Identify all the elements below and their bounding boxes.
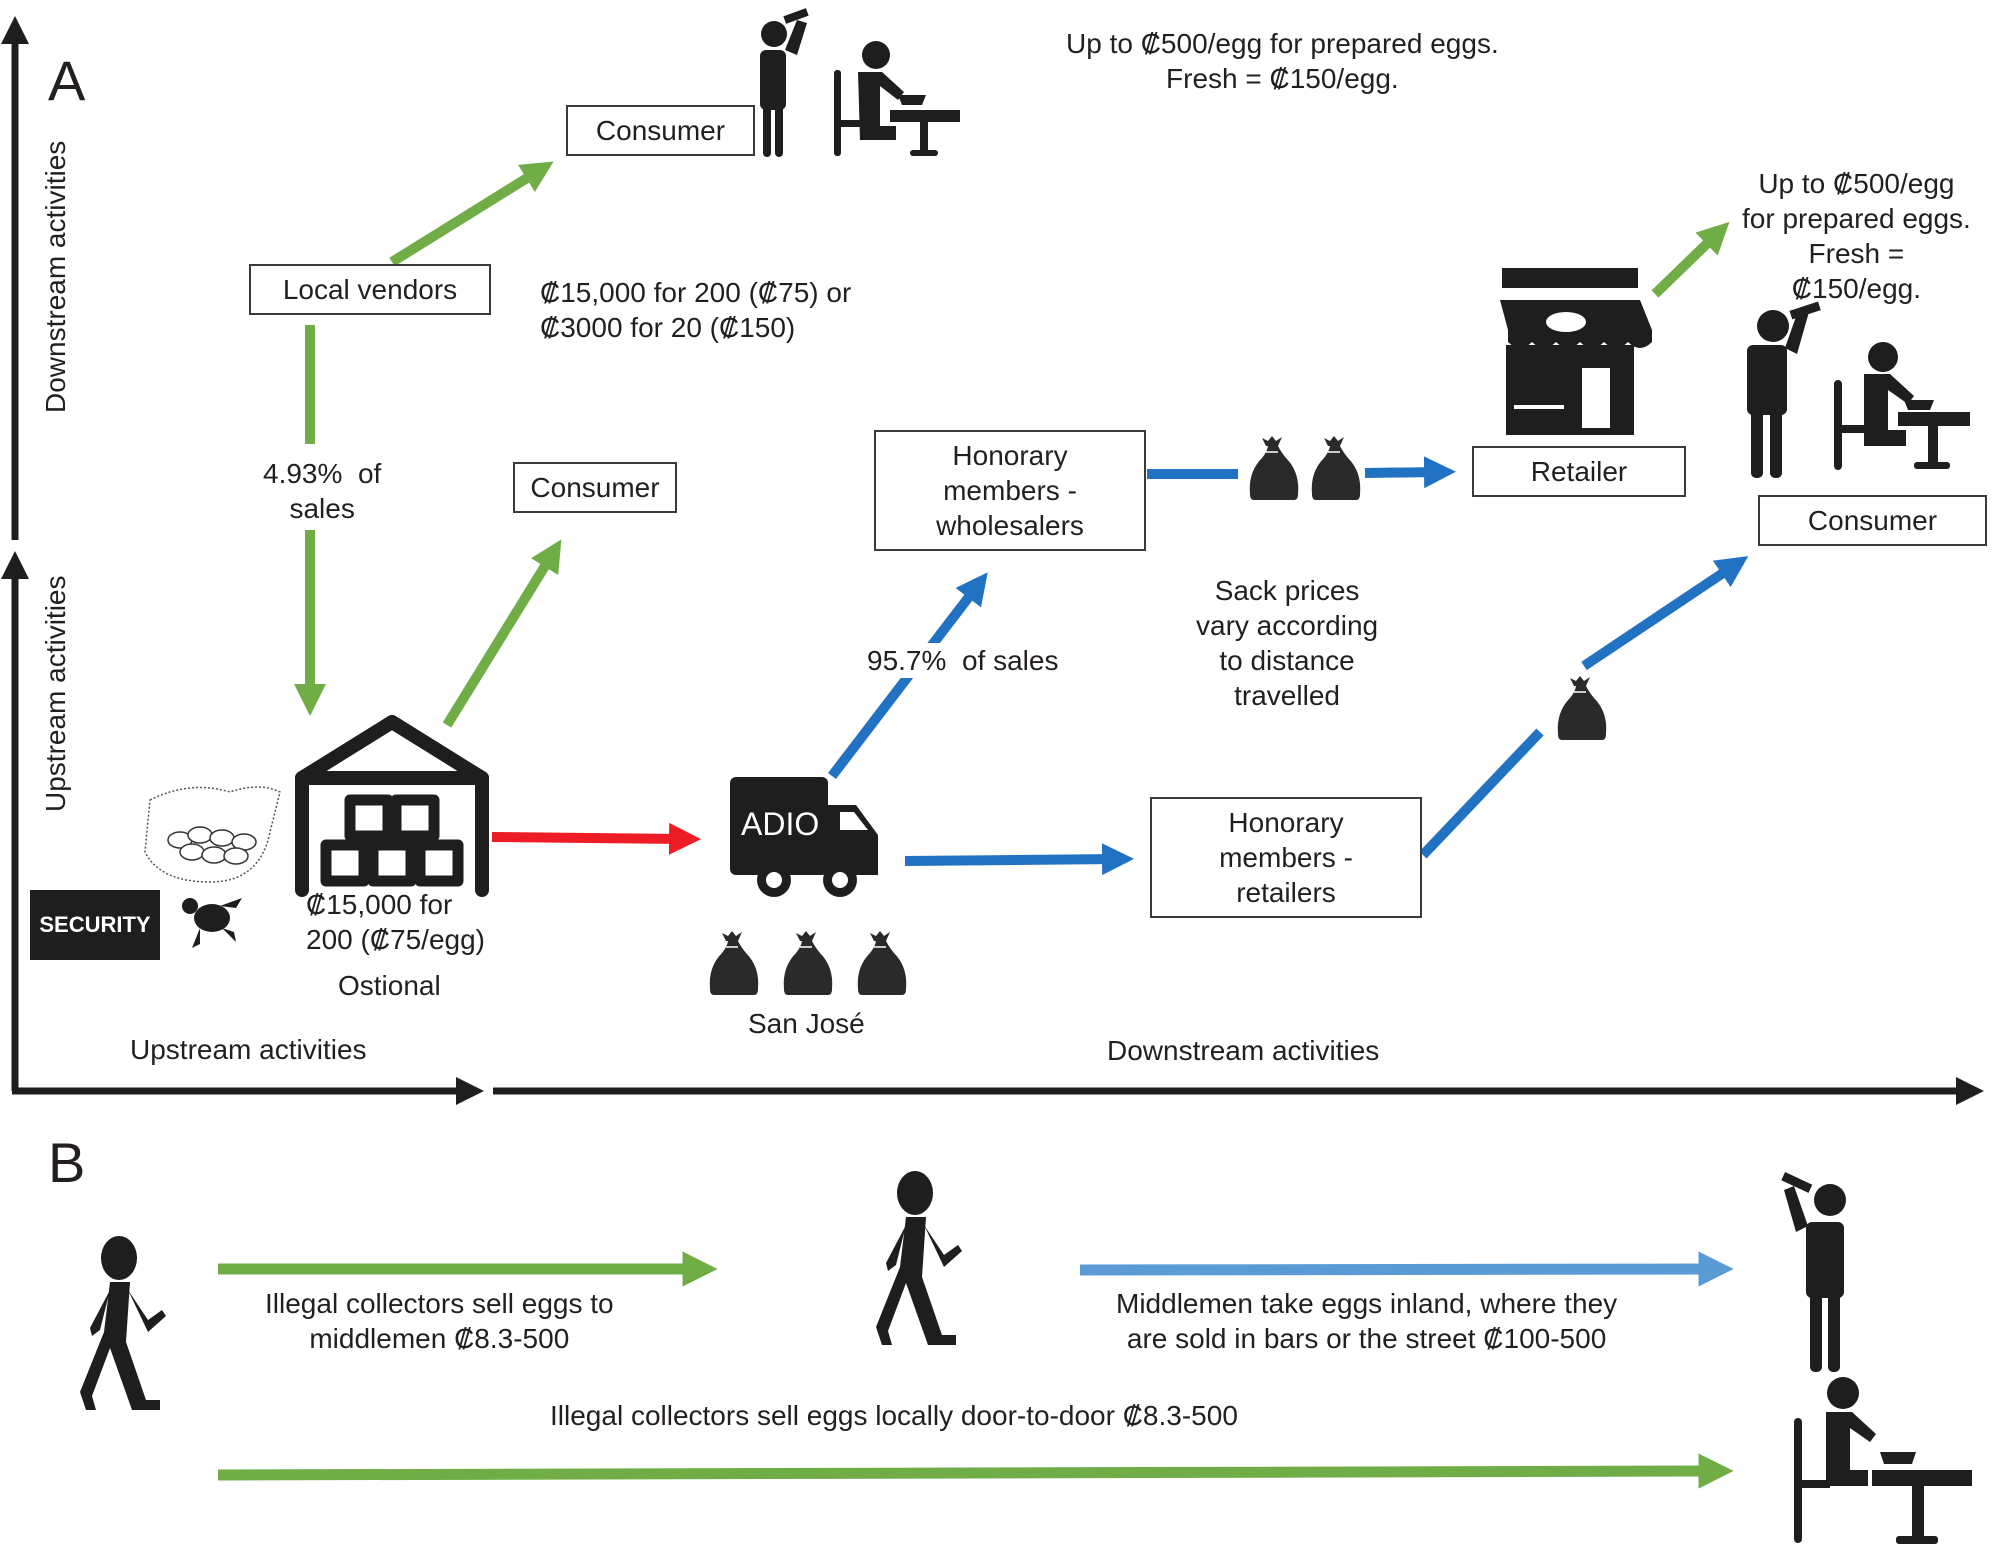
- consumer-figures-top: [760, 8, 960, 157]
- egg-nest-icon: [144, 786, 281, 883]
- sack-icon: [1249, 435, 1299, 501]
- axis-label-horizontal-downstream: Downstream activities: [1107, 1035, 1380, 1066]
- axes: [1, 16, 1984, 1105]
- arrow-sacks-to-retailer: [1364, 456, 1456, 489]
- label-top-price: Up to ₡500/egg for prepared eggs. Fresh …: [1066, 28, 1499, 94]
- arrow-retailers-sack: [1419, 728, 1544, 859]
- node-retailer: Retailer: [1472, 446, 1686, 497]
- label-sack-prices: Sack prices vary according to distance t…: [1196, 575, 1379, 711]
- node-honorary-retailers: Honorary members - retailers: [1150, 797, 1422, 918]
- consumer-figures-b: [1781, 1172, 1972, 1544]
- sack-icon: [857, 930, 907, 996]
- axis-label-horizontal-upstream: Upstream activities: [130, 1034, 367, 1065]
- label-local-share: 4.93% of sales: [263, 456, 382, 526]
- flow-arrows-b: [217, 1251, 1734, 1489]
- walker-icon-collector: [80, 1236, 166, 1410]
- arrow-retailer-to-consumer: [1651, 221, 1730, 298]
- label-vendor-price: ₡15,000 for 200 (₡75) or ₡3000 for 20 (₡…: [540, 277, 852, 343]
- axis-label-vertical-upstream: Upstream activities: [40, 575, 71, 812]
- node-local-vendors: Local vendors: [249, 264, 491, 315]
- label-san-jose: San José: [748, 1008, 865, 1039]
- node-consumer-top: Consumer: [566, 105, 755, 156]
- truck-label: ADIO: [741, 806, 820, 842]
- walker-icon-middleman: [876, 1171, 962, 1345]
- node-consumer-right: Consumer: [1758, 495, 1987, 546]
- security-badge: SECURITY: [30, 890, 160, 960]
- label-middlemen-inland: Middlemen take eggs inland, where they a…: [1116, 1288, 1618, 1354]
- arrow-vendors-to-consumer: [389, 161, 554, 267]
- node-wholesalers: Honorary members - wholesalers: [874, 430, 1146, 551]
- panel-label-b: B: [48, 1131, 86, 1194]
- arrow-sack-to-consumer: [1581, 556, 1749, 671]
- label-wholesale-share: 95.7% of sales: [867, 643, 1059, 678]
- turtle-icon: [182, 898, 242, 948]
- flow-arrows-a: [294, 161, 1749, 876]
- sack-icon: [1311, 435, 1361, 501]
- panel-label-a: A: [48, 49, 86, 112]
- arrow-middlemen-inland: [1079, 1251, 1734, 1287]
- sack-icon: [783, 930, 833, 996]
- arrow-ostional-to-san-jose: [491, 822, 701, 855]
- consumer-figures-right: [1747, 301, 1970, 478]
- label-collectors-to-middlemen: Illegal collectors sell eggs to middleme…: [265, 1288, 614, 1354]
- arrow-san-jose-to-retailers: [904, 843, 1134, 876]
- sack-icon: [709, 930, 759, 996]
- label-door-to-door: Illegal collectors sell eggs locally doo…: [550, 1400, 1238, 1431]
- warehouse-icon: [295, 715, 489, 897]
- label-ostional: Ostional: [338, 970, 441, 1001]
- axis-label-vertical-downstream: Downstream activities: [40, 140, 71, 413]
- arrow-ostional-to-consumer: [442, 539, 562, 728]
- sack-icon: [1557, 675, 1607, 741]
- fish-shop-icon: [1500, 268, 1652, 435]
- label-right-price: Up to ₡500/egg for prepared eggs. Fresh …: [1742, 168, 1971, 304]
- arrow-san-jose-to-wholesalers: [828, 572, 988, 780]
- label-ostional-price: ₡15,000 for 200 (₡75/egg): [306, 889, 486, 955]
- arrow-door-to-door: [217, 1453, 1734, 1489]
- node-consumer-mid: Consumer: [513, 462, 677, 513]
- truck-icon: [730, 777, 878, 897]
